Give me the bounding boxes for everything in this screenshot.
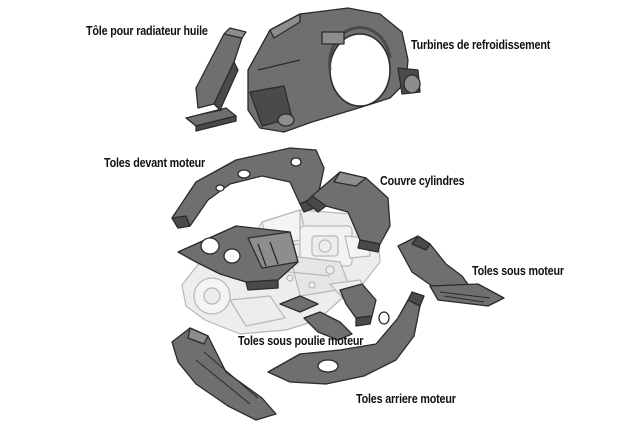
cooling-turbine-part xyxy=(247,7,421,133)
label-oil-radiator-sheet: Tôle pour radiateur huile xyxy=(86,24,208,38)
cylinder-covers-part xyxy=(305,171,391,253)
cylinder-head-cover-part xyxy=(177,225,299,291)
label-cooling-turbine: Turbines de refroidissement xyxy=(411,38,551,52)
label-cylinder-covers: Couvre cylindres xyxy=(380,174,465,188)
front-engine-sheets-part xyxy=(171,147,325,229)
oil-radiator-sheet-part xyxy=(185,27,247,132)
under-engine-sheets-part xyxy=(397,235,505,307)
label-rear-engine-sheets: Toles arriere moteur xyxy=(356,392,456,406)
label-front-engine-sheets: Toles devant moteur xyxy=(104,156,206,170)
label-under-engine-sheets: Toles sous moteur xyxy=(472,264,564,278)
rear-engine-sheets-part xyxy=(171,291,425,421)
under-pulley-sheets-part xyxy=(279,283,377,341)
label-under-pulley-sheets: Toles sous poulie moteur xyxy=(238,334,364,348)
